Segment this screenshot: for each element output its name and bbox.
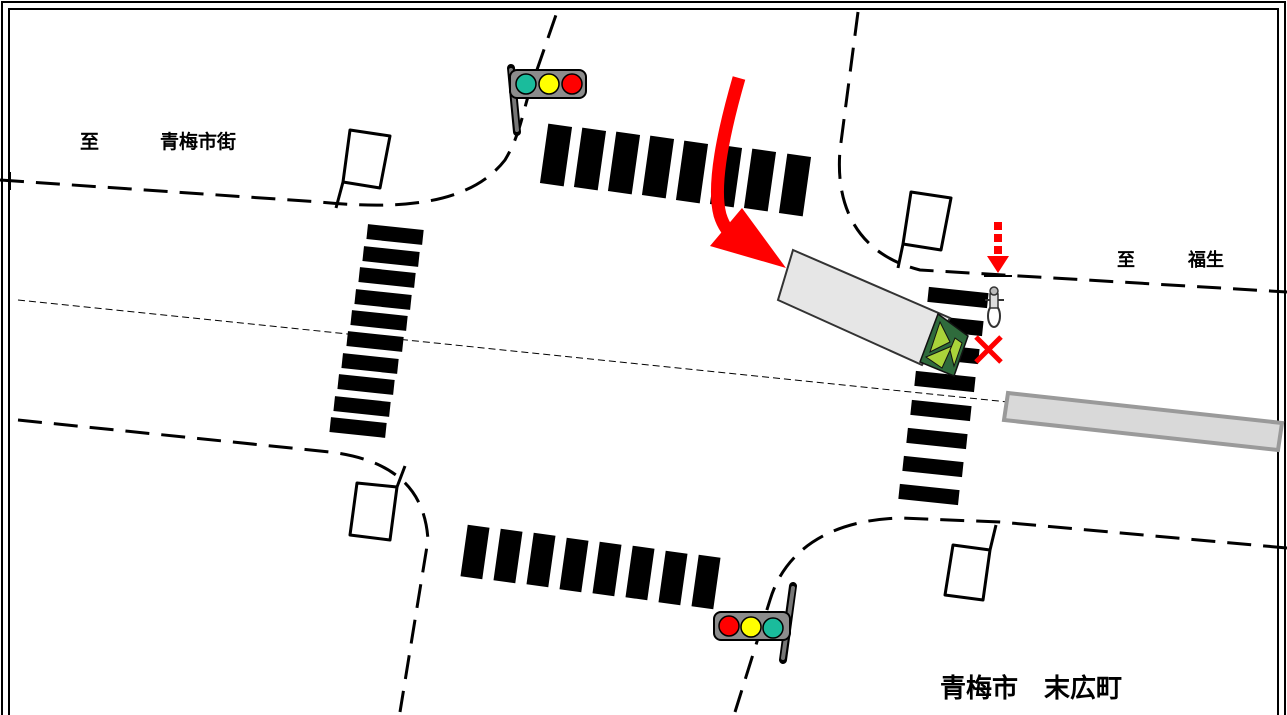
crosswalk-stripe (625, 545, 655, 601)
crosswalk-left (329, 224, 424, 438)
label-location: 青梅市 末広町 (940, 673, 1122, 704)
road-side-bar (1001, 390, 1285, 453)
crosswalk-stripe (910, 399, 972, 422)
crosswalk-stripe (559, 537, 589, 593)
crosswalk-top (539, 123, 812, 217)
crosswalk-stripe (914, 370, 976, 393)
stop-marker-flag (348, 481, 399, 542)
truck-cab-window (949, 337, 963, 368)
signal-light-yellow (740, 616, 762, 638)
bicycle-icon (985, 286, 1004, 328)
crosswalk-stripe (333, 396, 391, 417)
truck-path-arrow (710, 76, 786, 268)
crosswalk-stripe (898, 483, 960, 506)
crosswalk-stripe (607, 131, 641, 195)
crosswalk-stripe (539, 123, 573, 187)
crosswalk-stripe (366, 224, 424, 245)
arrow-head (710, 208, 786, 268)
stop-marker-stem (988, 524, 998, 551)
traffic-signal-bottom (713, 582, 797, 664)
truck (776, 248, 969, 377)
stop-marker-bottom-right (943, 524, 998, 602)
stop-marker-bottom-left (348, 465, 407, 542)
crosswalk-stripe (346, 331, 404, 352)
signal-light-red (718, 615, 740, 637)
crosswalk-stripe (341, 353, 399, 374)
crosswalk-stripe (927, 286, 989, 309)
signal-light-yellow (538, 73, 560, 95)
road-edge-top-left (0, 11, 559, 207)
crosswalk-stripe (337, 374, 395, 395)
crosswalk-stripe (641, 135, 675, 199)
stop-marker-flag (901, 190, 953, 252)
stop-marker-stem (395, 465, 407, 488)
arrow-head (987, 256, 1009, 273)
road-edge-bottom-left (17, 418, 430, 713)
stop-marker-flag (943, 543, 992, 602)
label-to-fussa-prefix: 至 (1117, 250, 1135, 271)
stop-marker-stem (896, 243, 905, 269)
label-to-ome-place: 青梅市街 (160, 130, 236, 153)
road-center-line (17, 299, 1009, 403)
road-edge-top-right (837, 11, 1287, 294)
collision-x-stroke (974, 335, 1003, 364)
crosswalk-right (898, 286, 989, 506)
stop-markers (334, 128, 998, 602)
crosswalk-stripe (743, 148, 777, 212)
crosswalk-stripe (329, 417, 387, 438)
crosswalk-stripe (592, 541, 622, 597)
stop-marker-right (896, 190, 953, 269)
crosswalk-stripe (902, 455, 964, 478)
crosswalk-stripe (350, 310, 408, 331)
signal-light-red (561, 73, 583, 95)
road-edges (0, 11, 1287, 713)
signal-light-green (515, 73, 537, 95)
traffic-signal-top (507, 64, 587, 136)
label-to-fussa-place: 福生 (1187, 249, 1224, 271)
crosswalk-stripe (354, 289, 412, 310)
crosswalk-stripe (675, 140, 709, 204)
crosswalk-stripe (573, 127, 607, 191)
stop-marker-flag (341, 128, 392, 190)
stop-marker-stem (334, 181, 345, 209)
crosswalk-stripe (658, 550, 688, 606)
crosswalk-stripe (358, 267, 416, 288)
label-to-ome-prefix: 至 (80, 131, 99, 153)
signal-light-green (762, 617, 784, 639)
bicycle-rider-head (989, 286, 999, 296)
crosswalk-bottom (460, 524, 721, 610)
frame-inner (8, 8, 1279, 715)
crosswalk-stripe (493, 528, 523, 584)
bicycle-rider (989, 293, 999, 309)
bicycle-direction-arrow (984, 222, 1012, 277)
crosswalk-stripe (526, 532, 556, 588)
crosswalk-stripe (906, 427, 968, 450)
crosswalk-stripe (362, 246, 420, 267)
crosswalk-stripe (460, 524, 490, 580)
crosswalk-stripe (691, 554, 721, 610)
road-edge-bottom-right (733, 516, 1287, 713)
truck-cab-window (924, 345, 953, 369)
crosswalk-stripe (778, 153, 812, 217)
stop-marker-top-left (334, 128, 392, 209)
truck-body (776, 248, 952, 367)
truck-cab-window (929, 320, 951, 353)
collision-x-icon (974, 335, 1003, 364)
